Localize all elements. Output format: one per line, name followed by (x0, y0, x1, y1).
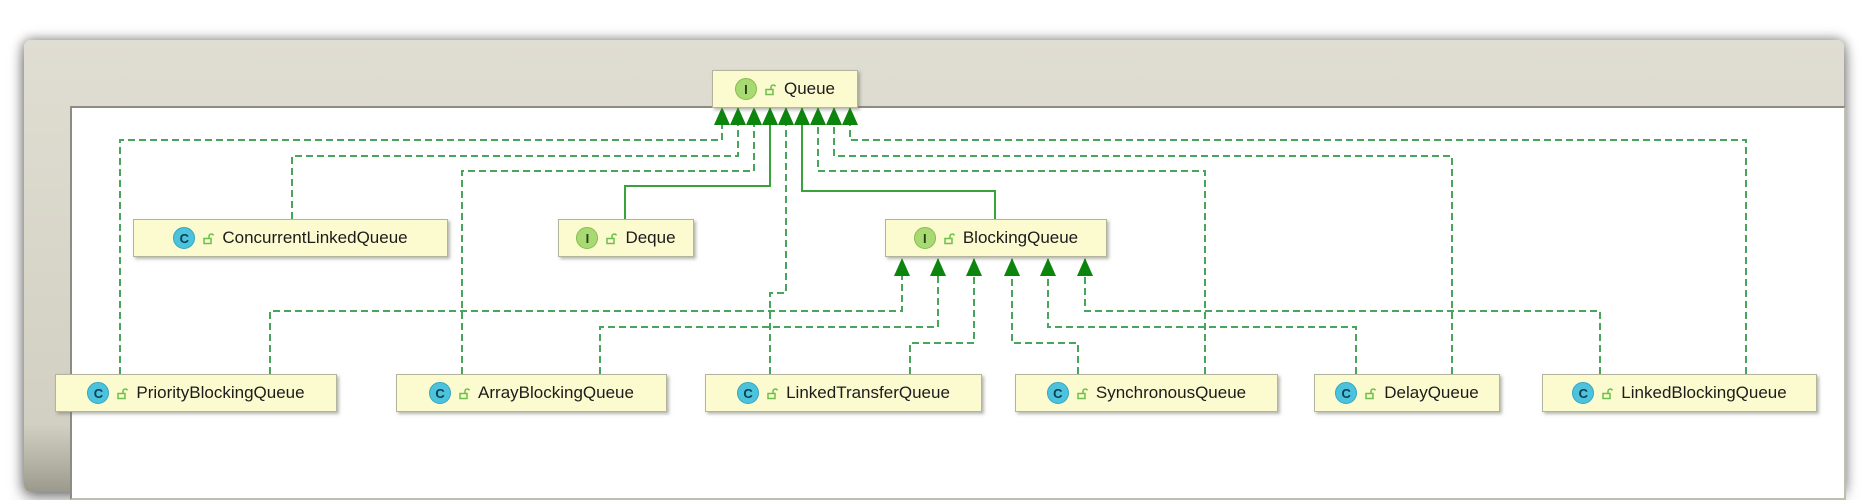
class-icon: C (429, 382, 452, 404)
diagram-canvas[interactable] (70, 106, 1846, 500)
lock-icon (1077, 387, 1088, 399)
lock-icon (767, 387, 779, 399)
node-linked-blocking-queue[interactable]: C LinkedBlockingQueue (1542, 374, 1817, 412)
node-label: Queue (783, 79, 836, 98)
node-label: SynchronousQueue (1095, 383, 1247, 402)
class-icon: C (737, 382, 760, 404)
lock-icon (117, 387, 129, 399)
class-icon: C (87, 382, 110, 404)
node-label: ConcurrentLinkedQueue (222, 228, 408, 247)
node-label: LinkedTransferQueue (786, 383, 950, 402)
node-delay-queue[interactable]: C DelayQueue (1314, 374, 1500, 412)
class-icon: C (173, 227, 196, 249)
lock-icon (459, 387, 471, 399)
lock-icon (203, 232, 215, 244)
interface-icon: I (734, 78, 757, 100)
class-icon: C (1046, 382, 1069, 404)
interface-icon: I (913, 227, 936, 249)
node-label: LinkedBlockingQueue (1621, 383, 1787, 402)
node-linked-transfer-queue[interactable]: C LinkedTransferQueue (705, 374, 982, 412)
lock-icon (606, 232, 618, 244)
lock-icon (944, 232, 955, 244)
node-synchronous-queue[interactable]: C SynchronousQueue (1015, 374, 1278, 412)
lock-icon (765, 83, 777, 95)
node-concurrent-linked-queue[interactable]: C ConcurrentLinkedQueue (133, 219, 448, 257)
node-label: DelayQueue (1384, 383, 1479, 402)
class-icon: C (1572, 382, 1595, 404)
node-label: Deque (625, 228, 676, 247)
node-label: PriorityBlockingQueue (136, 383, 305, 402)
lock-icon (1602, 387, 1614, 399)
node-deque[interactable]: I Deque (558, 219, 694, 257)
node-blocking-queue[interactable]: I BlockingQueue (885, 219, 1107, 257)
node-label: ArrayBlockingQueue (478, 383, 634, 402)
node-array-blocking-queue[interactable]: C ArrayBlockingQueue (396, 374, 667, 412)
lock-icon (1365, 387, 1377, 399)
window-frame (24, 40, 1846, 500)
node-label: BlockingQueue (962, 228, 1079, 247)
node-priority-blocking-queue[interactable]: C PriorityBlockingQueue (55, 374, 337, 412)
class-icon: C (1335, 382, 1358, 404)
node-queue[interactable]: I Queue (712, 70, 858, 108)
interface-icon: I (576, 227, 599, 249)
